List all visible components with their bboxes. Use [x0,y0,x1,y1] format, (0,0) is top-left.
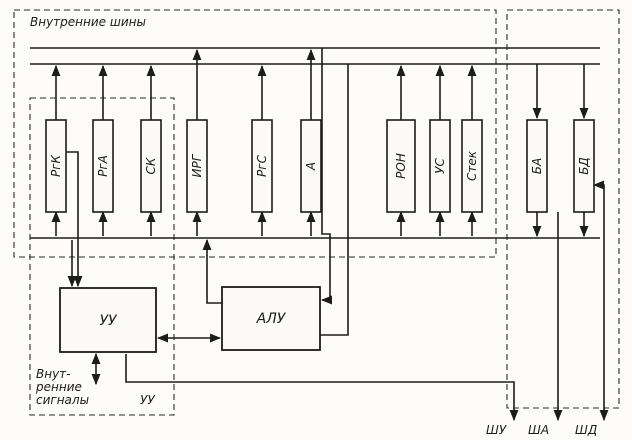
register-ba: БА [526,119,548,213]
register-bd: БД [573,119,595,213]
block-wiring [66,48,609,422]
register-stek-label: Стек [465,150,479,181]
internal-signals-label-line-2: ренние [35,380,82,394]
register-irg: ИРГ [186,119,208,213]
alu-block: АЛУ [221,286,321,351]
register-ron: РОН [386,119,416,213]
register-rgk: РгК [45,119,67,213]
register-connections [51,48,589,238]
register-stek: Стек [461,119,483,213]
internal-buses-frame [13,9,497,258]
register-irg-label: ИРГ [190,153,204,177]
register-sk: СК [140,119,162,213]
register-rga-label: РгА [96,155,110,177]
register-a-label: А [304,162,318,171]
register-ron-label: РОН [394,153,408,179]
control-unit-label: УУ [99,313,118,329]
register-bd-label: БД [577,157,591,175]
register-us: УС [429,119,451,213]
register-rgs: РгС [251,119,273,213]
register-rga: РгА [92,119,114,213]
internal-buses-label: Внутренние шины [30,15,146,29]
register-us-label: УС [433,158,447,174]
output-shd-label: ШД [575,423,597,437]
register-a: А [300,119,322,213]
output-sha-label: ША [528,423,549,437]
register-ba-label: БА [530,158,544,174]
control-unit-frame [29,97,175,416]
control-unit-group-label: УУ [140,393,155,407]
register-rgk-label: РгК [49,154,63,177]
alu-label: АЛУ [256,311,287,327]
internal-signals-label-line-3: сигналы [36,393,89,407]
output-shu-label: ШУ [486,423,507,437]
register-rgs-label: РгС [255,154,269,177]
internal-signals-label-line-1: Внут- [36,367,71,381]
bus-interface-frame [506,9,620,409]
control-unit-block: УУ [59,287,157,353]
register-sk-label: СК [144,157,158,174]
